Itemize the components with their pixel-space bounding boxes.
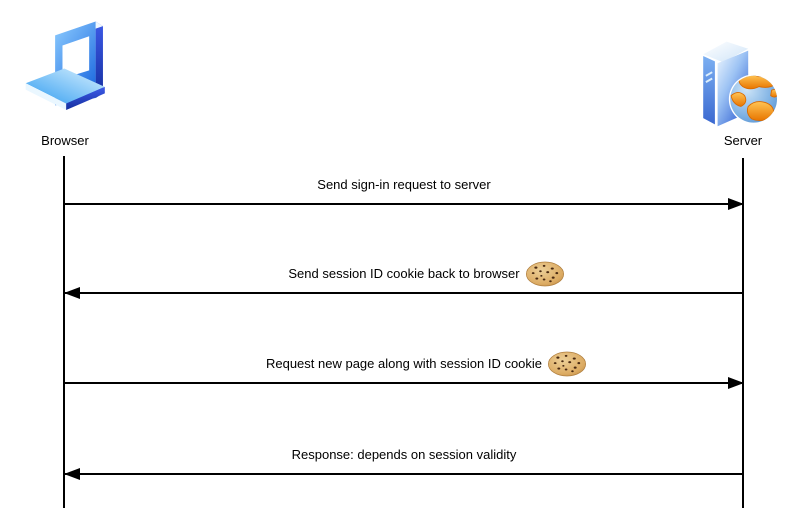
message-text: Send session ID cookie back to browser	[288, 266, 520, 281]
laptop-icon	[25, 21, 105, 110]
message-label: Request new page along with session ID c…	[64, 351, 744, 377]
message-text: Send sign-in request to server	[317, 177, 491, 192]
server-globe-icon	[703, 41, 779, 127]
arrowhead-left-icon	[64, 287, 80, 299]
cookie-icon	[525, 261, 564, 287]
message-arrow-line	[64, 287, 744, 299]
message-response-validity: Response: depends on session validity	[64, 445, 744, 480]
actor-browser-label: Browser	[41, 133, 89, 148]
message-text: Response: depends on session validity	[291, 447, 517, 462]
message-session-cookie-back: Send session ID cookie back to browser	[64, 261, 744, 299]
message-arrow-line	[64, 198, 744, 210]
actor-server-label: Server	[723, 133, 763, 148]
message-text: Request new page along with session ID c…	[265, 356, 543, 371]
lifeline-browser	[63, 156, 65, 508]
message-request-with-cookie: Request new page along with session ID c…	[64, 351, 744, 389]
message-arrow-line	[64, 468, 744, 480]
lifeline-server	[742, 158, 744, 508]
arrowhead-right-icon	[728, 198, 744, 210]
message-sign-in-request: Send sign-in request to server	[64, 175, 744, 210]
arrowhead-left-icon	[64, 468, 80, 480]
message-label: Response: depends on session validity	[64, 445, 744, 465]
cookie-icon	[548, 351, 587, 377]
message-label: Send sign-in request to server	[64, 175, 744, 195]
arrowhead-right-icon	[728, 377, 744, 389]
message-label: Send session ID cookie back to browser	[64, 261, 744, 287]
message-arrow-line	[64, 377, 744, 389]
